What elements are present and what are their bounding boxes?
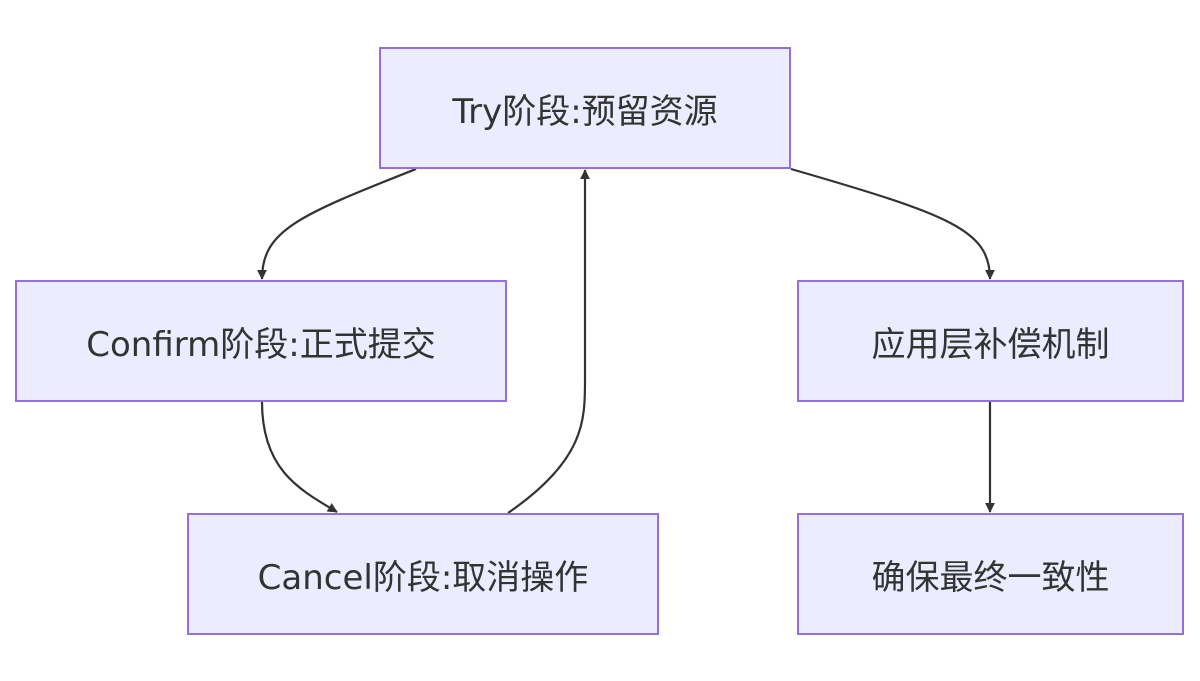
node-confirm-phase: Confirm阶段:正式提交 xyxy=(15,280,507,402)
node-confirm-phase-label: Confirm阶段:正式提交 xyxy=(86,324,436,365)
edge-try-to-confirm xyxy=(257,167,417,280)
node-try-phase: Try阶段:预留资源 xyxy=(379,47,791,169)
node-compensation-mechanism: 应用层补偿机制 xyxy=(797,280,1184,402)
node-compensation-mechanism-label: 应用层补偿机制 xyxy=(871,324,1110,365)
edge-confirm-to-cancel xyxy=(260,401,338,513)
edge-try-to-compensation xyxy=(790,167,995,280)
node-eventual-consistency-label: 确保最终一致性 xyxy=(871,557,1110,598)
node-eventual-consistency: 确保最终一致性 xyxy=(797,513,1184,635)
node-cancel-phase: Cancel阶段:取消操作 xyxy=(187,513,659,635)
node-try-phase-label: Try阶段:预留资源 xyxy=(452,91,718,132)
node-cancel-phase-label: Cancel阶段:取消操作 xyxy=(257,557,589,598)
edge-cancel-to-try xyxy=(507,169,590,514)
